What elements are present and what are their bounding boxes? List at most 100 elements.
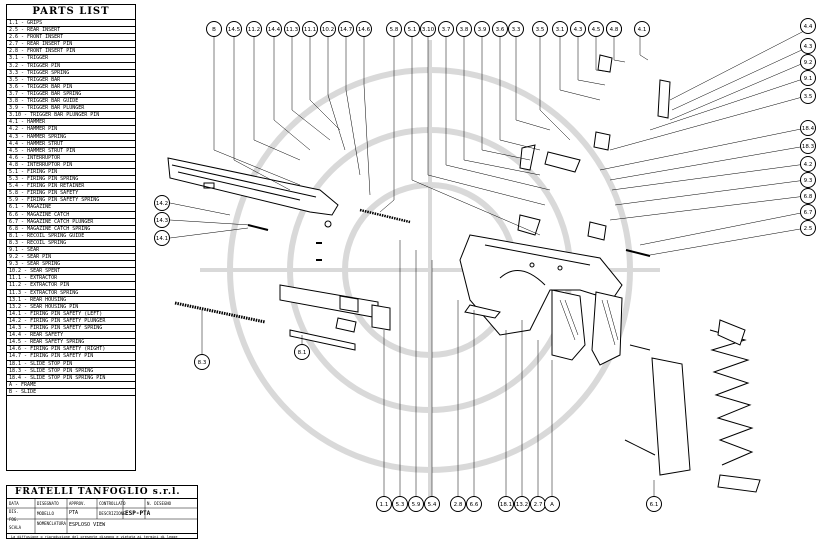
tb-grid-7: NOMENCLATURA (37, 521, 66, 526)
parts-list-item: 2.7 - REAR INSERT PIN (7, 41, 135, 49)
callout-circle (420, 21, 436, 37)
callout-circle (408, 496, 424, 512)
company-name: FRATELLI TANFOGLIO s.r.l. (7, 486, 197, 499)
callout-label: 9.2 (804, 60, 813, 66)
callout-bubble: 5.4 (424, 496, 440, 512)
callout-bubble: 1.1 (376, 496, 392, 512)
parts-list-item: 2.5 - REAR INSERT (7, 27, 135, 35)
callout-circle (800, 38, 816, 54)
callout-circle (246, 21, 262, 37)
parts-list-item: 5.9 - FIRING PIN SAFETY SPRING (7, 197, 135, 205)
callout-bubble: 3.5 (532, 21, 548, 37)
parts-list-item: 18.3 - SLIDE STOP PIN SPRING (7, 368, 135, 375)
parts-list-item: 2.8 - FRONT INSERT PIN (7, 48, 135, 56)
callout-bubble: 5.8 (386, 21, 402, 37)
callout-circle (284, 21, 300, 37)
callout-circle (800, 18, 816, 34)
callout-label: 1.1 (380, 502, 389, 508)
callout-label: 11.3 (286, 27, 299, 33)
callout-label: 8.1 (298, 350, 307, 356)
callout-bubble: 11.3 (284, 21, 300, 37)
callout-bubble: 4.4 (800, 18, 816, 34)
parts-list-item: 4.3 - HAMMER SPRING (7, 134, 135, 141)
model-code: ESP-PTA (125, 510, 151, 517)
callout-bubble: 5.1 (404, 21, 420, 37)
callout-label: 2.8 (454, 502, 463, 508)
callout-bubble: 14.2 (154, 195, 170, 211)
parts-list-title: PARTS LIST (7, 5, 135, 20)
parts-list-item: 6.6 - MAGAZINE CATCH (7, 212, 135, 219)
tb-grid-1: APPROV. (69, 501, 86, 506)
parts-list-item: 11.2 - EXTRACTOR PIN (7, 282, 135, 290)
small-parts-cluster (247, 54, 671, 333)
callout-circle (294, 344, 310, 360)
callout-bubble: 4.1 (634, 21, 650, 37)
callout-label: 3.1 (556, 27, 565, 33)
callout-bubble: 5.9 (408, 496, 424, 512)
callout-label: B (212, 27, 216, 33)
callout-label: 11.2 (248, 27, 260, 33)
parts-list-item: 9.3 - SEAR SPRING (7, 261, 135, 269)
callout-circle (302, 21, 318, 37)
callout-label: 2.5 (804, 226, 813, 232)
callout-bubble: 4.3 (570, 21, 586, 37)
callout-label: 3.10 (422, 27, 435, 33)
parts-list-item: 6.1 - MAGAZINE (7, 204, 135, 212)
parts-list-item: 4.2 - HAMMER PIN (7, 126, 135, 134)
callout-circle (154, 212, 170, 228)
parts-list-item: 5.3 - FIRING PIN SPRING (7, 176, 135, 184)
parts-list-item: 14.7 - FIRING PIN SAFETY PIN (7, 353, 135, 361)
callout-circle (800, 54, 816, 70)
callout-bubble: 5.3 (392, 496, 408, 512)
drawing-title: ESPLOSO VIEW (69, 522, 106, 528)
callout-bubble: 14.7 (338, 21, 354, 37)
callout-circle (514, 496, 530, 512)
callout-label: 5.3 (396, 502, 405, 508)
magazine-spring-part (709, 319, 761, 493)
callout-bubble: 4.3 (800, 38, 816, 54)
parts-list-item: 4.5 - HAMMER STRUT PIN (7, 148, 135, 155)
callout-bubble: 2.7 (530, 496, 546, 512)
parts-list-item: 3.3 - TRIGGER SPRING (7, 70, 135, 77)
parts-list-item: 18.4 - SLIDE STOP PIN SPRING PIN (7, 375, 135, 382)
parts-list-item: 2.6 - FRONT INSERT (7, 34, 135, 42)
tb-grid-3: MODELLO (37, 511, 54, 516)
callout-circle (800, 138, 816, 154)
parts-list-item: 5.8 - FIRING PIN SAFETY (7, 190, 135, 198)
parts-list-item: 5.1 - FIRING PIN (7, 169, 135, 177)
callout-bubble: 3.6 (492, 21, 508, 37)
tb-left-label-2: FOG. (9, 517, 19, 522)
tb-grid-2: CONTROLLATO (99, 501, 126, 506)
callout-circle (450, 496, 466, 512)
callout-circle (154, 230, 170, 246)
callout-label: 14.3 (156, 218, 169, 224)
callout-bubble: 3.8 (456, 21, 472, 37)
tb-left-label-1: DIS. (9, 509, 19, 514)
callout-label: 3.8 (460, 27, 469, 33)
callout-bubble: 4.5 (588, 21, 604, 37)
callout-label: 6.6 (470, 502, 479, 508)
parts-list-item: 18.1 - SLIDE STOP PIN (7, 361, 135, 368)
parts-list-item: 4.6 - INTERRUPTOR (7, 155, 135, 162)
parts-list-item: 3.5 - TRIGGER BAR (7, 77, 135, 84)
callout-label: A (550, 502, 554, 508)
callout-label: 5.1 (408, 27, 417, 33)
callout-bubble: 10.2 (320, 21, 336, 37)
callout-circle (634, 21, 650, 37)
callout-label: 2.7 (534, 502, 543, 508)
callout-bubble: 8.1 (294, 344, 310, 360)
callout-label: 3.3 (512, 27, 521, 33)
parts-list-item: 4.8 - INTERRUPTOR PIN (7, 162, 135, 169)
callout-circle (266, 21, 282, 37)
callout-bubble: 4.2 (800, 156, 816, 172)
callout-bubble: 2.8 (450, 496, 466, 512)
callout-bubble: 3.1 (552, 21, 568, 37)
parts-list-item: 6.8 - MAGAZINE CATCH SPRING (7, 226, 135, 233)
parts-list-item: 8.3 - RECOIL SPRING (7, 240, 135, 247)
callout-label: 4.1 (638, 27, 647, 33)
tb-grid-5: DESCRIZIONE (99, 511, 126, 516)
callout-circle (466, 496, 482, 512)
leader-lines (169, 29, 807, 500)
